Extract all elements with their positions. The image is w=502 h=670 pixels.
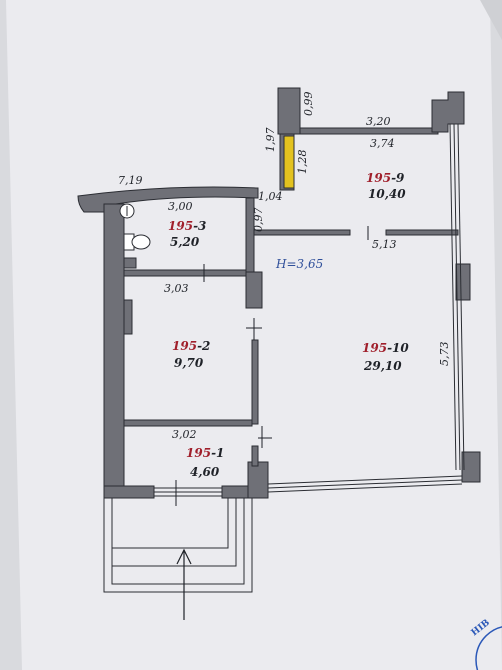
bottom-wall xyxy=(103,485,155,499)
right-glazed-wall xyxy=(449,123,465,471)
bottom-glazed-wall xyxy=(267,475,463,493)
pillar-right-mid xyxy=(455,263,471,301)
balcony-door-glazing xyxy=(154,487,222,497)
dimension-0-99: 0,99 xyxy=(302,92,315,117)
room-id-prefix: 195 xyxy=(366,171,391,185)
pillar-top-right xyxy=(431,91,465,133)
interior-wall-lower xyxy=(251,339,259,425)
room-area-195-3: 5,20 xyxy=(170,235,200,249)
room-id-prefix: 195 xyxy=(172,339,197,353)
room-area-195-10: 29,10 xyxy=(363,359,402,373)
room-area-195-1: 4,60 xyxy=(190,465,220,479)
room-id-suffix: -2 xyxy=(197,339,210,353)
room-id-suffix: -1 xyxy=(211,446,224,460)
room-id-suffix: -3 xyxy=(193,219,206,233)
room-id-prefix: 195 xyxy=(168,219,193,233)
room-id-prefix: 195 xyxy=(186,446,211,460)
dimension-5-73: 5,73 xyxy=(438,342,451,367)
room-id-suffix: -10 xyxy=(387,341,409,355)
room-label-195-2: 195-2 xyxy=(172,339,210,353)
room-id-prefix: 195 xyxy=(362,341,387,355)
room-area-195-2: 9,70 xyxy=(174,356,204,370)
dimension-5-13: 5,13 xyxy=(372,238,397,251)
ceiling-height-label: H=3,65 xyxy=(275,257,323,271)
walls xyxy=(77,87,481,499)
upper-column xyxy=(277,87,301,135)
wall-195-9-195-10 xyxy=(253,229,351,236)
dimension-3-74: 3,74 xyxy=(370,137,395,150)
curved-top-wall xyxy=(77,186,259,213)
dimension-3-02: 3,02 xyxy=(172,428,197,441)
wall-195-2-195-1 xyxy=(123,419,253,427)
door-markers xyxy=(175,226,369,506)
wall-insert-yellow xyxy=(283,135,295,189)
dimension-0-97: 0,97 xyxy=(252,208,265,233)
pillar-bottom-center xyxy=(247,461,269,499)
dimension-3-00: 3,00 xyxy=(168,200,193,213)
toilet-fixture xyxy=(123,233,151,251)
room-label-195-9: 195-9 xyxy=(366,171,405,185)
room-label-195-3: 195-3 xyxy=(168,219,206,233)
entrance-arrow xyxy=(176,548,192,620)
paper-corner-shadow xyxy=(480,0,502,40)
left-exterior-wall xyxy=(103,203,125,497)
interior-pillar-mid xyxy=(245,271,263,309)
dimension-1-04: 1,04 xyxy=(258,190,283,203)
wall-195-3-195-2 xyxy=(123,269,247,277)
wall-195-9-195-10-right xyxy=(385,229,459,236)
wall-top-195-9 xyxy=(299,127,439,135)
dimension-7-19: 7,19 xyxy=(118,174,143,187)
dimension-3-03: 3,03 xyxy=(164,282,189,295)
dimension-1-97: 1,97 xyxy=(264,128,277,153)
room-area-195-9: 10,40 xyxy=(368,187,406,201)
vent-shaft xyxy=(123,257,137,269)
room-id-suffix: -9 xyxy=(391,171,405,185)
room-label-195-1: 195-1 xyxy=(186,446,224,460)
room-label-195-10: 195-10 xyxy=(362,341,409,355)
entrance-outline xyxy=(103,498,253,593)
pillar-bottom-right xyxy=(461,451,481,483)
dimension-1-28: 1,28 xyxy=(296,150,309,175)
dimension-3-20: 3,20 xyxy=(366,115,391,128)
left-wall-stub xyxy=(123,299,133,335)
interior-wall-bottom xyxy=(251,445,259,467)
